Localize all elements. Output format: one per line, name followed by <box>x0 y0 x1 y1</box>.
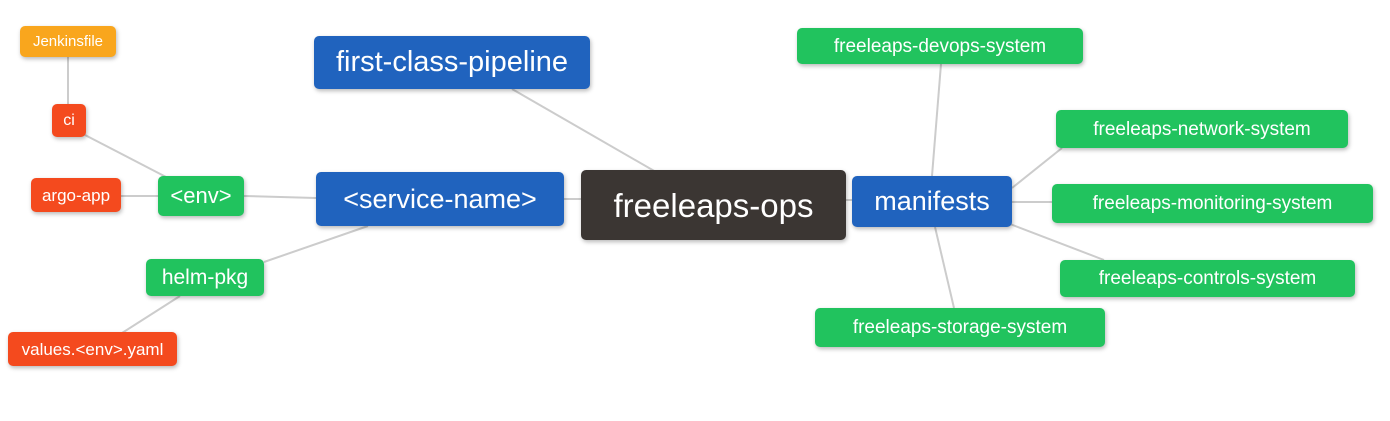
edge-helm-pkg-service-name <box>263 225 369 263</box>
edge-ci-env <box>84 134 169 179</box>
edge-values-helm-pkg <box>121 295 181 334</box>
node-freeleaps-devops-system[interactable]: freeleaps-devops-system <box>797 28 1083 64</box>
node-freeleaps-monitoring-system[interactable]: freeleaps-monitoring-system <box>1052 184 1373 223</box>
edge-manifests-network <box>1011 147 1063 189</box>
edge-env-service-name <box>243 195 317 199</box>
node-freeleaps-network-system[interactable]: freeleaps-network-system <box>1056 110 1348 148</box>
edge-manifests-storage <box>934 226 955 309</box>
node-freeleaps-ops-root[interactable]: freeleaps-ops <box>581 170 846 240</box>
node-argo-app[interactable]: argo-app <box>31 178 121 212</box>
node-values-env-yaml[interactable]: values.<env>.yaml <box>8 332 177 366</box>
node-freeleaps-controls-system[interactable]: freeleaps-controls-system <box>1060 260 1355 297</box>
node-service-name[interactable]: <service-name> <box>316 172 564 226</box>
node-manifests[interactable]: manifests <box>852 176 1012 227</box>
node-ci[interactable]: ci <box>52 104 86 137</box>
edge-pipeline-freeleaps-ops <box>511 88 657 173</box>
node-first-class-pipeline[interactable]: first-class-pipeline <box>314 36 590 89</box>
edge-manifests-devops <box>931 63 942 177</box>
edge-manifests-controls <box>1009 223 1105 261</box>
node-freeleaps-storage-system[interactable]: freeleaps-storage-system <box>815 308 1105 347</box>
node-helm-pkg[interactable]: helm-pkg <box>146 259 264 296</box>
node-jenkinsfile[interactable]: Jenkinsfile <box>20 26 116 57</box>
node-env[interactable]: <env> <box>158 176 244 216</box>
